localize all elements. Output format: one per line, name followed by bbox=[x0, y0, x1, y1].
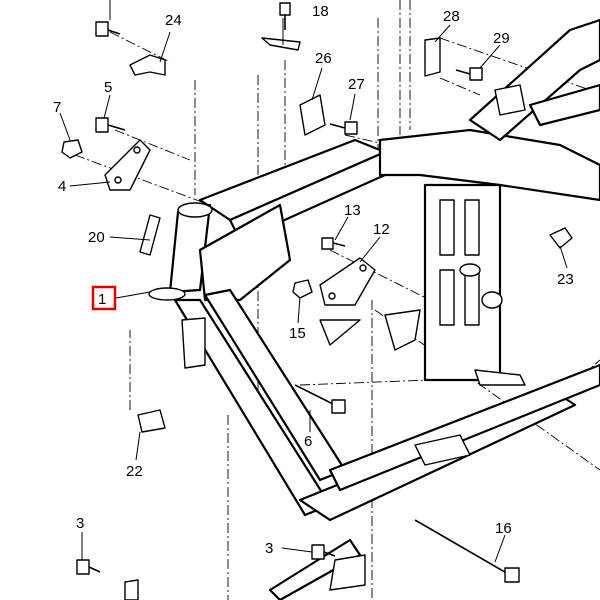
callout-7[interactable]: 7 bbox=[53, 99, 61, 116]
callout-3b[interactable]: 3 bbox=[265, 540, 273, 557]
callout-4[interactable]: 4 bbox=[58, 178, 66, 195]
bolt-29 bbox=[455, 67, 483, 81]
callout-24[interactable]: 24 bbox=[165, 12, 182, 29]
clip-24 bbox=[129, 54, 166, 76]
callout-3a[interactable]: 3 bbox=[76, 515, 84, 532]
selected-callout-highlight bbox=[91, 285, 117, 311]
callout-28[interactable]: 28 bbox=[443, 8, 460, 25]
bolt-3-right bbox=[311, 544, 336, 560]
callout-15[interactable]: 15 bbox=[289, 325, 306, 342]
callout-6[interactable]: 6 bbox=[304, 433, 312, 450]
frame-main bbox=[148, 18, 600, 600]
callout-18[interactable]: 18 bbox=[312, 3, 329, 20]
callout-26[interactable]: 26 bbox=[315, 50, 332, 67]
bolt-3-left bbox=[76, 559, 101, 575]
callout-16[interactable]: 16 bbox=[495, 520, 512, 537]
callout-22[interactable]: 22 bbox=[126, 463, 143, 480]
callout-5[interactable]: 5 bbox=[104, 79, 112, 96]
small-parts bbox=[61, 2, 573, 600]
callout-13[interactable]: 13 bbox=[344, 202, 361, 219]
screw-18 bbox=[261, 2, 301, 51]
callout-labels: 1 3 3 4 5 6 7 12 13 15 16 18 20 22 23 24… bbox=[53, 3, 574, 557]
clip-23 bbox=[549, 227, 573, 249]
callout-1[interactable]: 1 bbox=[98, 291, 106, 308]
plate-12 bbox=[319, 257, 376, 306]
callout-23[interactable]: 23 bbox=[557, 271, 574, 288]
nut-7 bbox=[61, 139, 83, 159]
leader-lines bbox=[59, 0, 568, 563]
callout-20[interactable]: 20 bbox=[88, 229, 105, 246]
callout-29[interactable]: 29 bbox=[493, 30, 510, 47]
nut-15 bbox=[292, 279, 313, 299]
bracket-4 bbox=[104, 139, 151, 191]
callout-27[interactable]: 27 bbox=[348, 76, 365, 93]
callout-12[interactable]: 12 bbox=[373, 221, 390, 238]
clip-28 bbox=[424, 37, 441, 77]
clip-26 bbox=[299, 94, 326, 136]
bolt-6 bbox=[294, 384, 346, 414]
bolt-13 bbox=[321, 237, 346, 250]
bolt-5 bbox=[95, 117, 126, 133]
bolt-27 bbox=[329, 121, 358, 135]
bolt-top-left bbox=[95, 21, 121, 37]
pad-22 bbox=[137, 409, 166, 433]
strip-20 bbox=[139, 214, 161, 256]
bolt-16 bbox=[414, 519, 520, 583]
